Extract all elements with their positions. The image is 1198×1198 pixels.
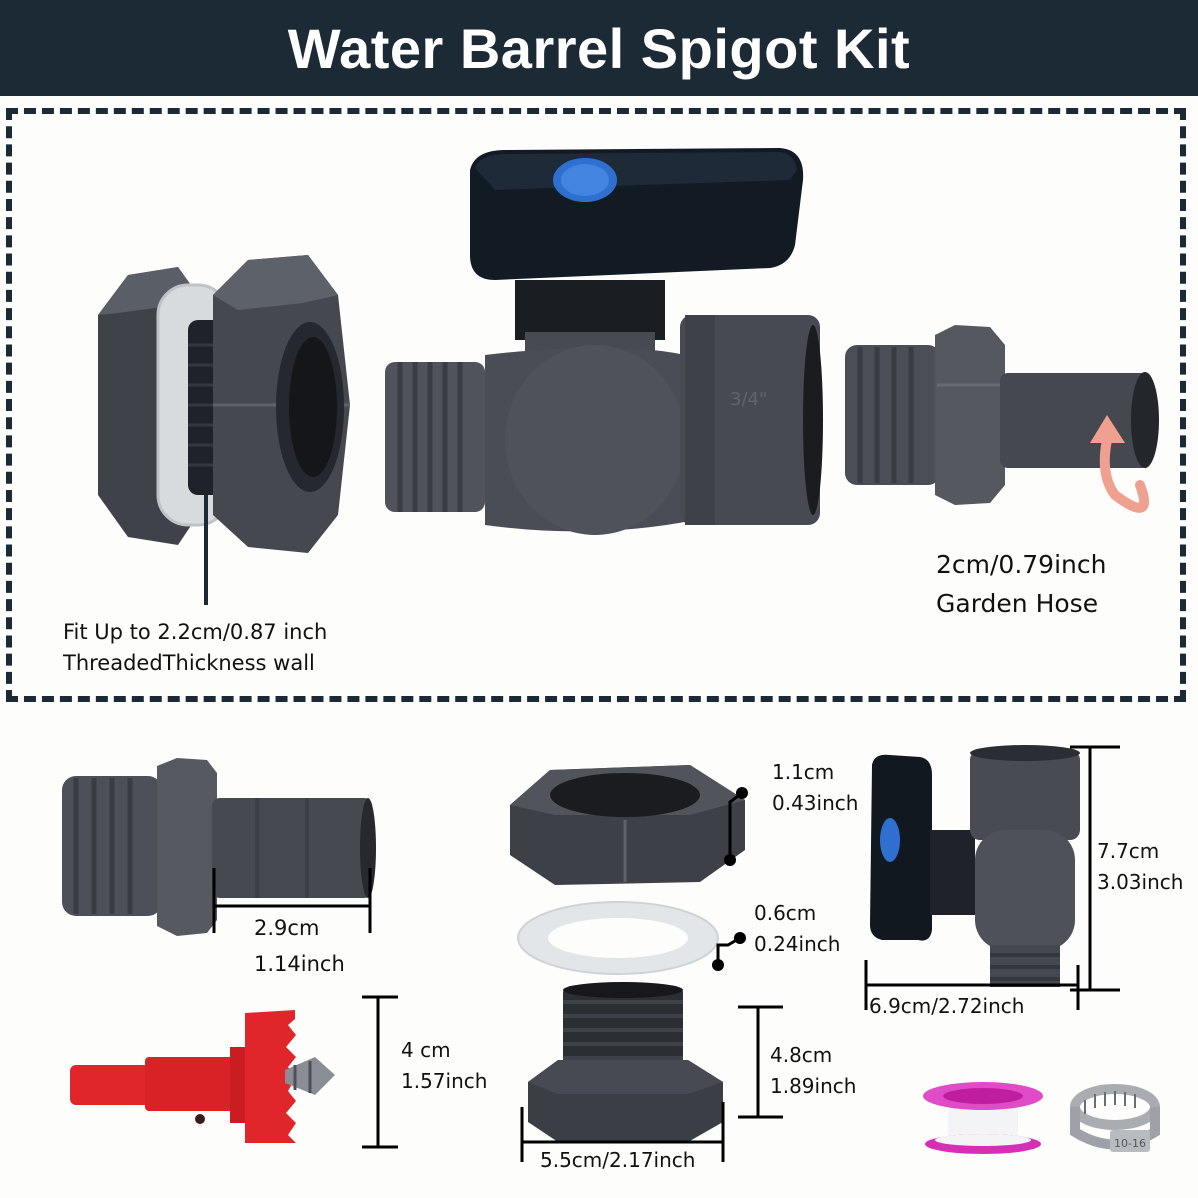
hose-clamp-icon: 10-16 bbox=[1070, 1084, 1160, 1152]
washer-dim-line1: 0.6cm bbox=[754, 901, 817, 925]
nut-dim-line1: 1.1cm bbox=[772, 760, 835, 784]
bulkhead-fitting-image bbox=[98, 255, 350, 605]
bulkhead-height-line2: 1.89inch bbox=[770, 1074, 857, 1098]
rotate-arrow-icon bbox=[1099, 435, 1149, 513]
ptfe-tape-icon bbox=[923, 1082, 1043, 1154]
bulkhead-caption-line1: Fit Up to 2.2cm/0.87 inch bbox=[63, 620, 328, 644]
spigot-width-label: 6.9cm/2.72inch bbox=[869, 994, 1025, 1018]
spigot-height-line1: 7.7cm bbox=[1097, 839, 1160, 863]
hose-caption-line1: 2cm/0.79inch bbox=[936, 550, 1107, 579]
bulkhead-height-line1: 4.8cm bbox=[770, 1043, 833, 1067]
clamp-size-marking: 10-16 bbox=[1114, 1137, 1146, 1150]
hole-saw-dim-line2: 1.57inch bbox=[401, 1069, 488, 1093]
page-title: Water Barrel Spigot Kit bbox=[287, 16, 911, 80]
valve-thread-marking: 3/4" bbox=[730, 389, 767, 410]
top-section-frame bbox=[6, 108, 1186, 702]
spigot-height-line2: 3.03inch bbox=[1097, 870, 1184, 894]
bulkhead-width-label: 5.5cm/2.17inch bbox=[540, 1148, 696, 1172]
hose-caption-line2: Garden Hose bbox=[936, 589, 1099, 618]
hole-saw-image bbox=[70, 995, 398, 1149]
lock-nut-image bbox=[510, 765, 748, 885]
washer-image bbox=[517, 901, 746, 975]
ball-valve-image: 3/4" bbox=[385, 148, 823, 535]
bulkhead-caption-line2: ThreadedThickness wall bbox=[63, 651, 315, 675]
hose-adapter-image bbox=[845, 325, 1159, 513]
hose-barb-adapter-image bbox=[62, 758, 376, 936]
nut-dim-line2: 0.43inch bbox=[772, 791, 859, 815]
threaded-bulkhead-image bbox=[520, 982, 783, 1162]
barb-dim-line2: 1.14inch bbox=[254, 952, 345, 976]
washer-dim-line2: 0.24inch bbox=[754, 932, 841, 956]
hole-saw-dim-line1: 4 cm bbox=[401, 1038, 451, 1062]
barb-dim-line1: 2.9cm bbox=[254, 916, 320, 940]
header-banner: Water Barrel Spigot Kit bbox=[0, 0, 1198, 96]
spigot-valve-image bbox=[864, 745, 1120, 1010]
